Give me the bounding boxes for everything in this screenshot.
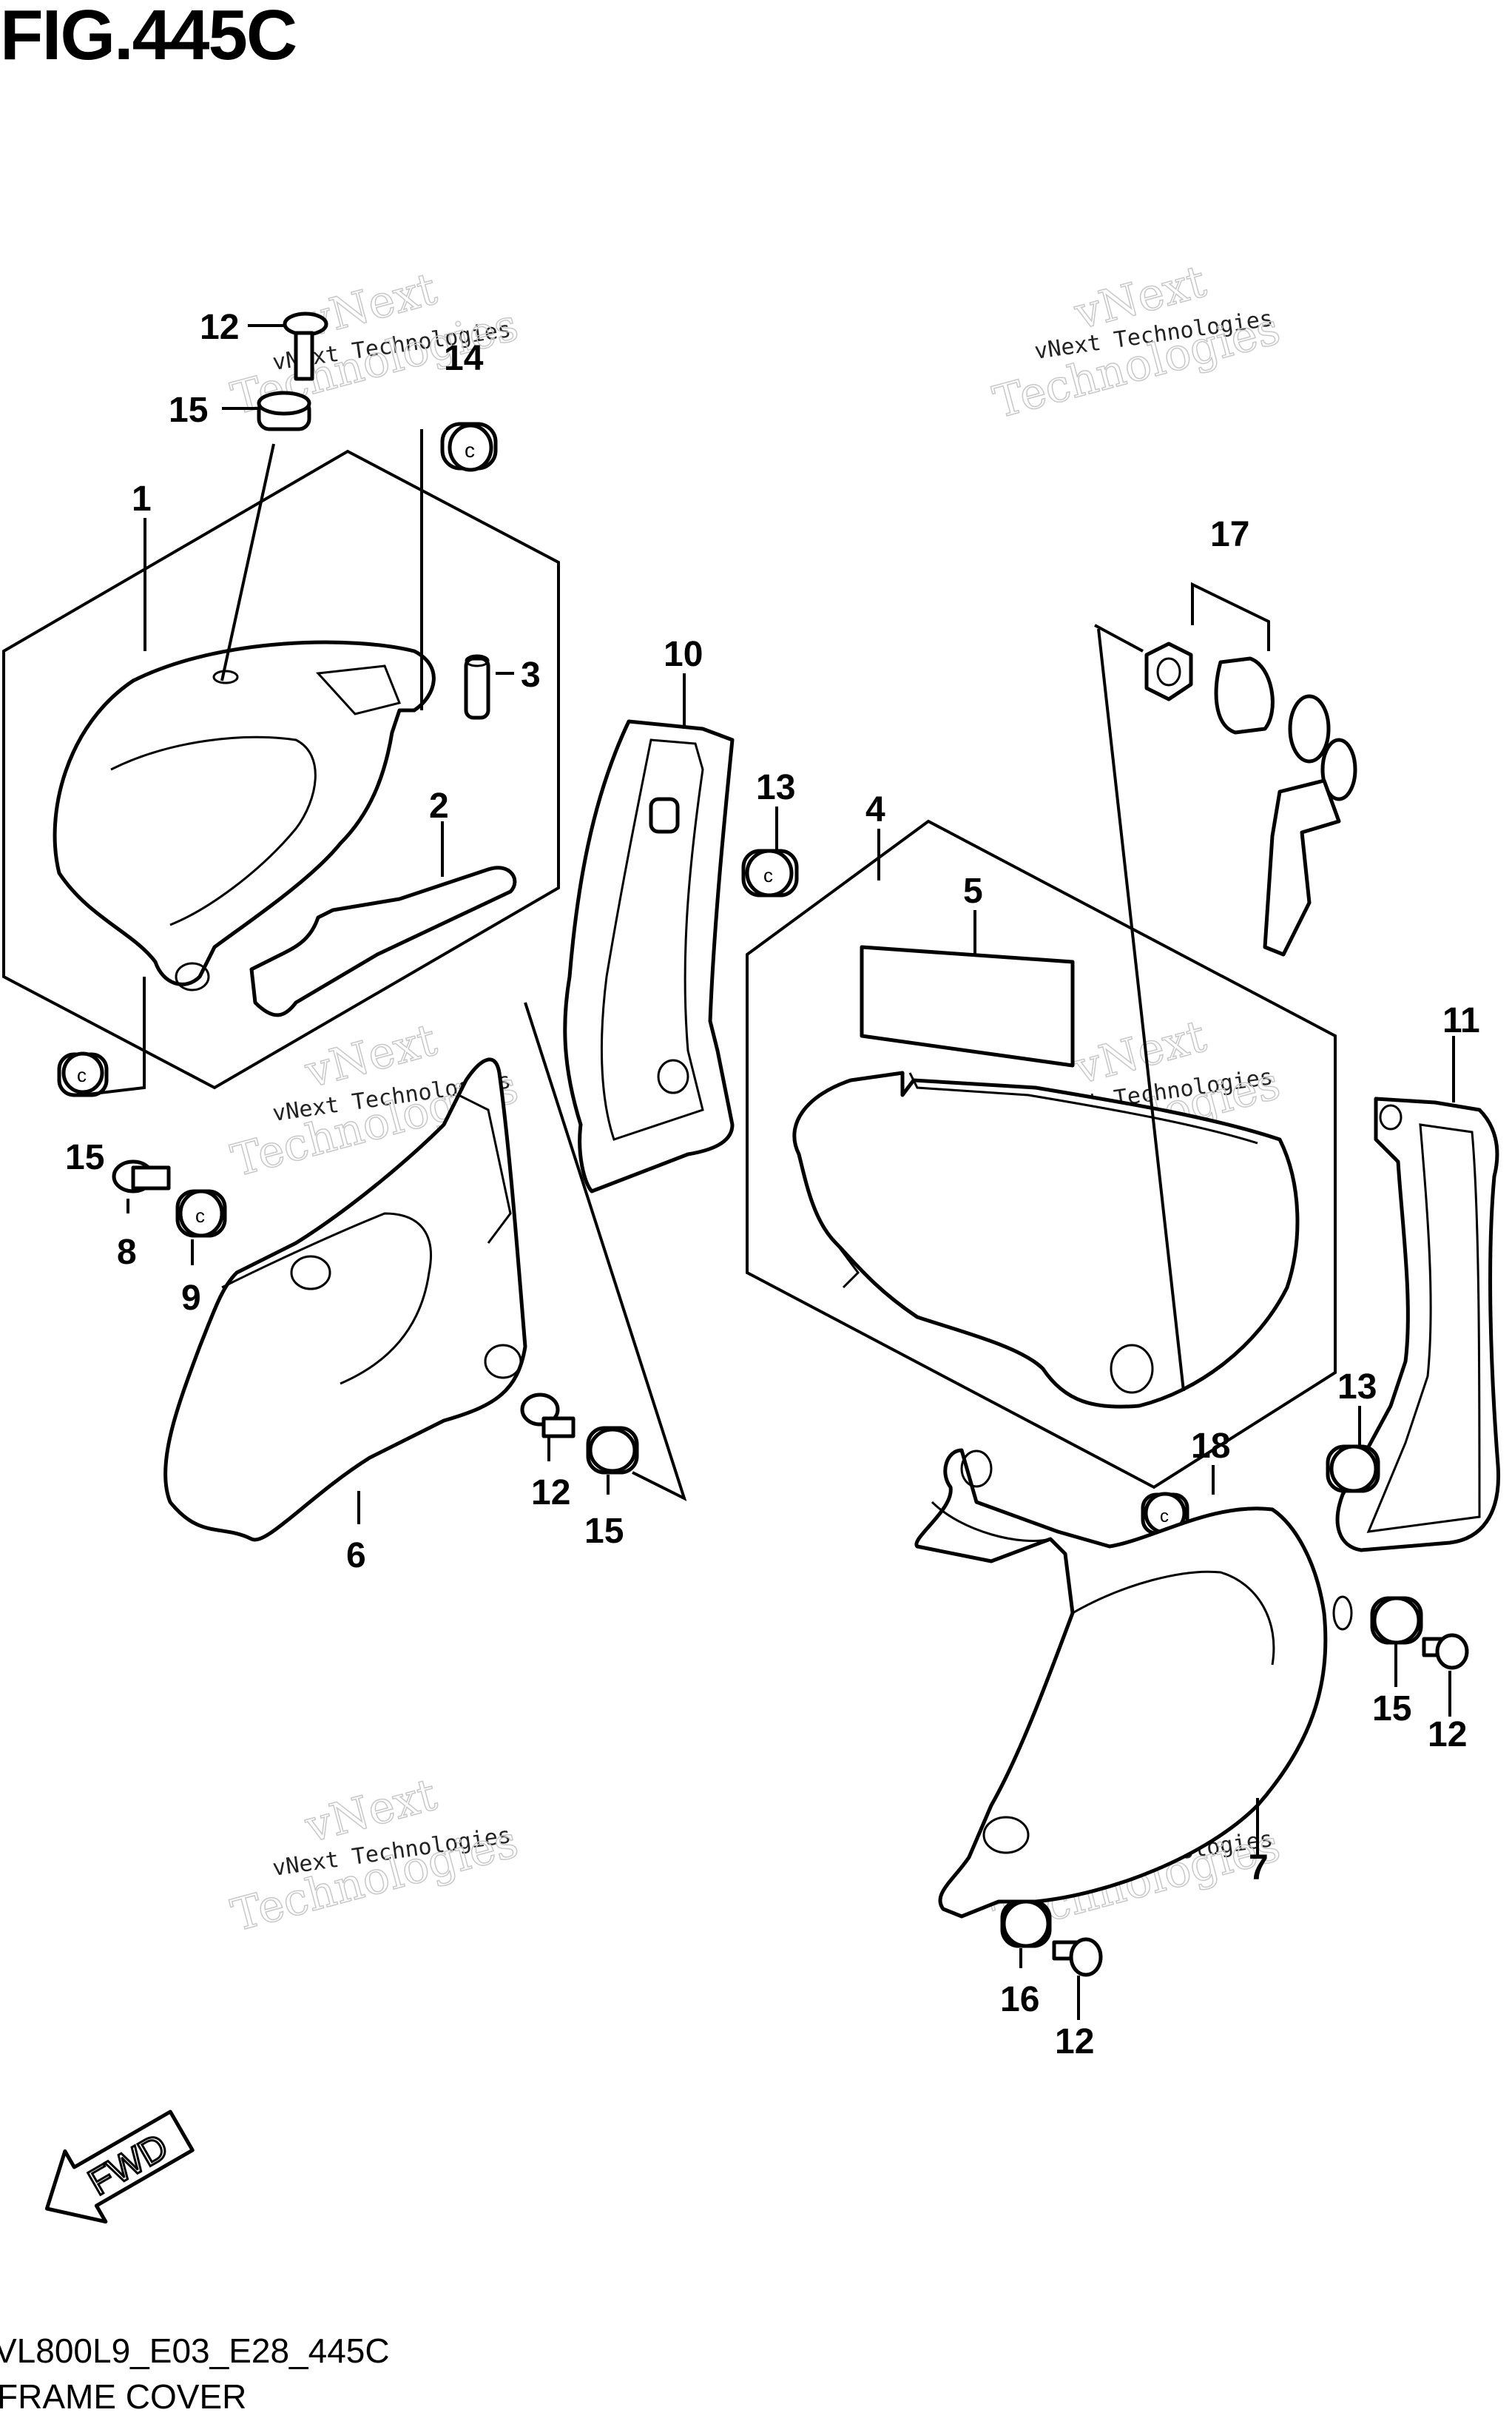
attach-line-17-long xyxy=(1097,628,1185,1392)
part-14-grommet: c xyxy=(440,422,498,472)
callout-3: 3 xyxy=(521,656,541,695)
callout-12: 12 xyxy=(200,308,239,347)
callout-5: 5 xyxy=(963,872,983,911)
assembly-box-1 xyxy=(2,449,560,1090)
watermark-top-right: vNext Technologies vNext Technologies xyxy=(988,255,1286,430)
attach-line-17 xyxy=(1094,624,1144,653)
callout-2: 2 xyxy=(429,787,449,826)
part-15-washer-mid xyxy=(586,1426,639,1475)
leader-15-left xyxy=(81,977,146,1097)
part-10-left-bracket xyxy=(563,719,735,1193)
part-1-left-frame-cover xyxy=(53,640,436,991)
callout-12: 12 xyxy=(1428,1715,1467,1754)
callout-17: 17 xyxy=(1210,515,1249,554)
part-11-right-bracket xyxy=(1335,1097,1501,1552)
attach-line-top xyxy=(220,443,275,681)
svg-text:c: c xyxy=(77,1064,87,1086)
callout-13: 13 xyxy=(756,768,795,807)
leader-17-bracket xyxy=(1191,582,1270,651)
callout-1: 1 xyxy=(132,479,152,519)
svg-text:c: c xyxy=(195,1205,205,1227)
callout-4: 4 xyxy=(865,790,885,829)
part-15-washer-top xyxy=(257,391,311,431)
figure-title: FIG.445C xyxy=(0,0,297,75)
part-15-washer-right xyxy=(1370,1596,1423,1645)
figure-code: VL800L9_E03_E28_445C xyxy=(0,2331,390,2370)
callout-14: 14 xyxy=(444,339,484,378)
part-12-screw-right xyxy=(1422,1633,1469,1670)
part-15-washer-left: c xyxy=(57,1051,109,1097)
svg-text:c: c xyxy=(465,439,475,462)
part-13-grommet-lower xyxy=(1326,1444,1380,1493)
callout-12: 12 xyxy=(1055,2022,1094,2061)
part-13-grommet-upper: c xyxy=(741,849,799,898)
callout-12: 12 xyxy=(531,1473,570,1512)
callout-18: 18 xyxy=(1191,1427,1230,1466)
part-7-lower-right-cover xyxy=(914,1448,1353,1919)
svg-text:c: c xyxy=(763,864,773,886)
part-12-screw-bottom xyxy=(1052,1937,1103,1977)
callout-15: 15 xyxy=(169,391,208,430)
callout-6: 6 xyxy=(346,1536,366,1575)
callout-15: 15 xyxy=(65,1138,104,1177)
svg-text:c: c xyxy=(1160,1506,1169,1526)
part-16-grommet xyxy=(1000,1899,1052,1948)
callout-10: 10 xyxy=(664,635,703,674)
callout-15: 15 xyxy=(1372,1689,1411,1728)
part-2-stay-plate xyxy=(249,866,517,1017)
callout-labels: 12 14 15 1 3 2 15 8 9 6 12 15 10 13 4 5 … xyxy=(65,308,1480,2061)
callout-16: 16 xyxy=(1000,1980,1039,2019)
callout-7: 7 xyxy=(1249,1848,1269,1888)
part-3-spacer xyxy=(464,654,490,720)
figure-name: FRAME COVER xyxy=(0,2377,247,2416)
callout-15: 15 xyxy=(584,1512,624,1551)
callout-8: 8 xyxy=(117,1233,137,1272)
attach-line-10 xyxy=(524,1002,687,1501)
part-9-grommet: c xyxy=(175,1189,227,1238)
part-4-right-frame-cover xyxy=(792,1071,1300,1409)
assembly-box-4 xyxy=(746,819,1337,1489)
callout-13: 13 xyxy=(1337,1367,1377,1407)
callout-11: 11 xyxy=(1442,1001,1480,1040)
callout-9: 9 xyxy=(181,1279,201,1318)
part-12-screw-mid xyxy=(520,1393,576,1438)
part-6-lower-left-cover xyxy=(163,1057,527,1542)
part-5-label xyxy=(860,945,1075,1068)
part-8-bolt xyxy=(112,1159,171,1193)
leader-lines xyxy=(126,324,1455,2020)
part-17-key-set xyxy=(1144,642,1357,957)
part-18-grommet: c xyxy=(1141,1492,1189,1535)
watermark-bottom-left: vNext Technologies vNext Technologies xyxy=(226,1768,524,1943)
fwd-arrow-icon: FWD xyxy=(44,2109,195,2224)
